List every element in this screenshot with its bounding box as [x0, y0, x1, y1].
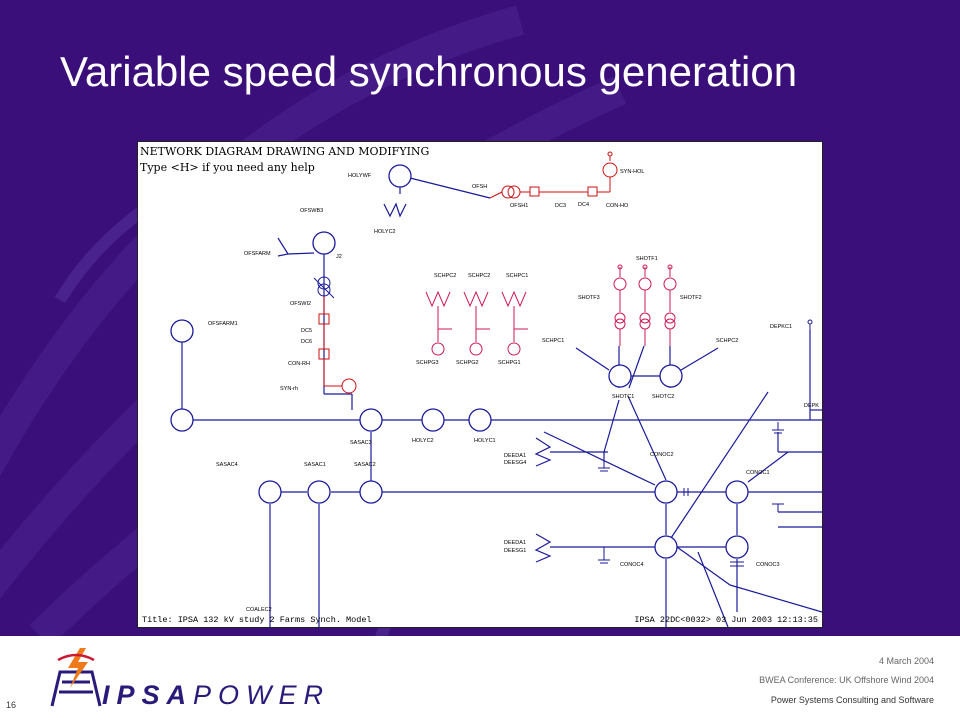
label-shotf2: SHOTF2 [680, 295, 702, 301]
label-holywf: HOLYWF [348, 173, 372, 179]
shot-farm-generators [613, 264, 677, 346]
label-schpc2b: SCHPC2 [468, 273, 490, 279]
label-coalec2: COALEC2 [246, 607, 272, 613]
diagram-footer-title: Title: IPSA 132 kV study 2 Farms Synch. … [142, 615, 372, 625]
diagram-header-help: Type <H> if you need any help [140, 161, 315, 174]
label-conoc2: CONOC2 [650, 452, 674, 458]
label-conoc3: CONOC3 [756, 562, 780, 568]
label-depkc1: DEPKC1 [770, 324, 792, 330]
label-ofswb3: OFSWB3 [300, 208, 323, 214]
label-con-ho: CON-HO [606, 203, 629, 209]
label-ofsfarm1: OFSFARM1 [208, 321, 238, 327]
label-schpc2c: SCHPC2 [716, 338, 738, 344]
label-deeda1b: DEEDA1 [504, 540, 526, 546]
label-schpc1b: SCHPC1 [542, 338, 564, 344]
label-syn-rh: SYN-rh [280, 386, 298, 392]
network-schematic[interactable]: HOLYWF OFSH SYN-HOL OFSH1 DC3 DC4 CON-HO… [138, 142, 822, 627]
label-ofsh: OFSH [472, 184, 487, 190]
page-number: 16 [6, 700, 17, 710]
earth-symbols [598, 319, 813, 567]
label-ofswi2: OFSWI2 [290, 301, 311, 307]
label-shotc1: SHOTC1 [612, 394, 634, 400]
label-deesg4: DEESG4 [504, 460, 526, 466]
label-shotf3: SHOTF3 [578, 295, 600, 301]
logo-bold-text: IPSA [102, 680, 194, 710]
label-shotc2: SHOTC2 [652, 394, 674, 400]
label-dc5: DC5 [301, 328, 312, 334]
label-deeda1a: DEEDA1 [504, 453, 526, 459]
label-schpg2: SCHPG2 [456, 360, 479, 366]
bus-nodes[interactable] [170, 164, 749, 559]
label-conoc1: CONOC1 [746, 470, 770, 476]
label-sasac4: SASAC4 [216, 462, 238, 468]
schp-farm-generators [425, 290, 528, 356]
transmission-network [181, 176, 822, 627]
label-shotf1: SHOTF1 [636, 256, 658, 262]
ipsa-logo-icon [50, 648, 102, 707]
label-holyc2: HOLYC2 [374, 229, 396, 235]
logo-light-text: POWER [193, 680, 331, 710]
label-schpc1a: SCHPC1 [506, 273, 528, 279]
label-holyc1: HOLYC1 [474, 438, 496, 444]
wind-turbine-symbols [277, 202, 552, 563]
label-sasac2: SASAC2 [354, 462, 376, 468]
label-deesg1: DEESG1 [504, 548, 526, 554]
hvdc-link-rhyl[interactable] [318, 296, 357, 394]
company-tagline: Power Systems Consulting and Software [770, 695, 934, 705]
label-schpg1: SCHPG1 [498, 360, 521, 366]
label-depk: DEPK [804, 403, 819, 409]
label-dc6: DC6 [301, 339, 312, 345]
label-ofsh1: OFSH1 [510, 203, 528, 209]
conference-name: BWEA Conference: UK Offshore Wind 2004 [759, 675, 934, 685]
label-sasac1: SASAC1 [304, 462, 326, 468]
diagram-header-title: NETWORK DIAGRAM DRAWING AND MODIFYING [140, 145, 430, 158]
label-conoc4: CONOC4 [620, 562, 644, 568]
bus-labels: HOLYWF OFSH SYN-HOL OFSH1 DC3 DC4 CON-HO… [208, 169, 819, 613]
label-holyc2b: HOLYC2 [412, 438, 434, 444]
network-diagram-window[interactable]: NETWORK DIAGRAM DRAWING AND MODIFYING Ty… [137, 141, 823, 628]
label-sasac3: SASAC3 [350, 440, 372, 446]
label-j2: J2 [336, 254, 342, 260]
presentation-date: 4 March 2004 [878, 656, 934, 666]
label-con-rh: CON-RH [288, 361, 310, 367]
label-schpg3: SCHPG3 [416, 360, 439, 366]
ipsa-power-logo: IPSAPOWER [102, 680, 330, 711]
label-dc3: DC3 [555, 203, 566, 209]
slide-title: Variable speed synchronous generation [60, 48, 798, 95]
hvdc-link-holywell[interactable] [489, 151, 618, 199]
slide-footer [0, 636, 960, 720]
label-dc4: DC4 [578, 202, 589, 208]
label-schpc2a: SCHPC2 [434, 273, 456, 279]
label-ofsfarm: OFSFARM [244, 251, 271, 257]
label-syn-hol: SYN-HOL [620, 169, 644, 175]
diagram-footer-timestamp: IPSA 22DC<0032> 03 Jun 2003 12:13:35 [634, 615, 818, 625]
